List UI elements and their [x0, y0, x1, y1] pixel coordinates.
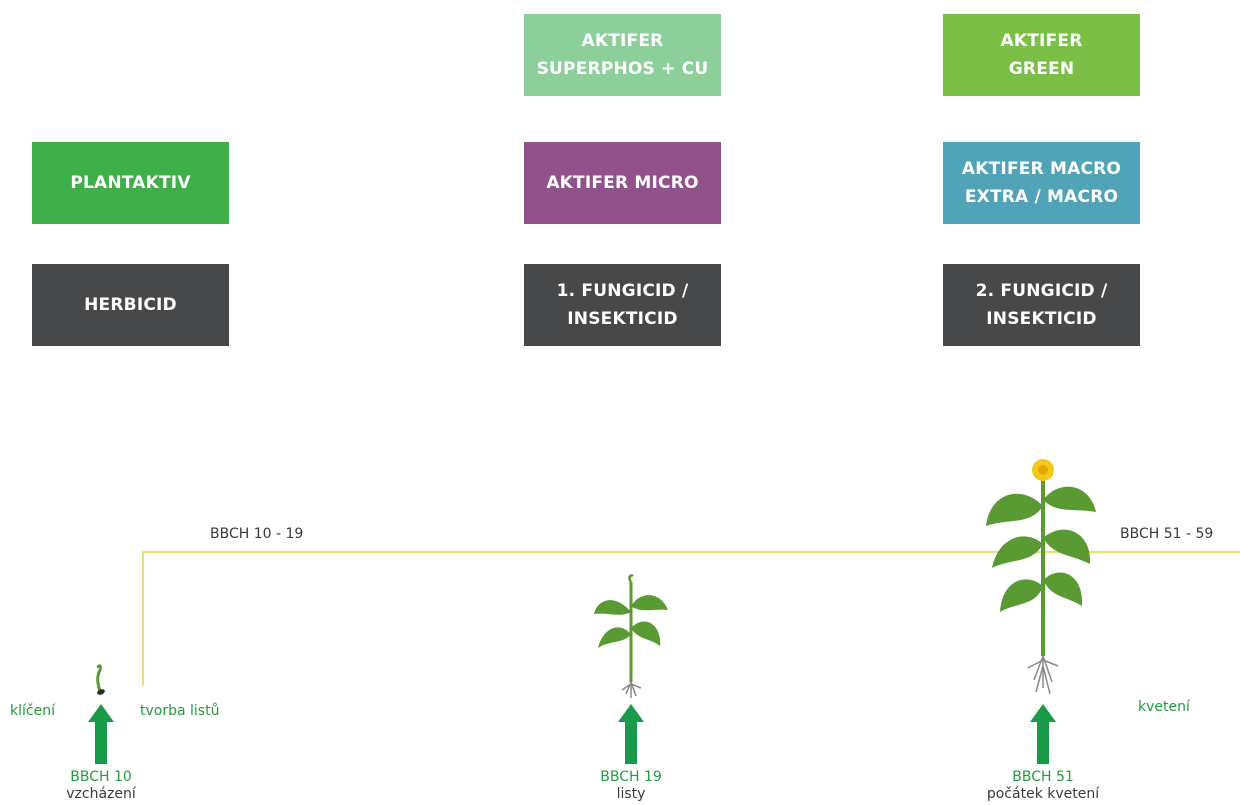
aktifer-superphos-cu-label: AKTIFER SUPERPHOS + CU: [536, 31, 709, 79]
phase-label-leaf-formation: tvorba listů: [140, 703, 220, 719]
stage-code-bbch19: BBCH 19: [600, 769, 662, 785]
aktifer-green-box: AKTIFER GREEN: [943, 14, 1140, 96]
fungicid-1-label: 1. FUNGICID / INSEKTICID: [556, 281, 689, 329]
arrow-up-icon-bbch51: [1030, 704, 1056, 764]
plantaktiv-label: PLANTAKTIV: [70, 173, 191, 193]
phase-label-germination: klíčení: [10, 703, 55, 719]
aktifer-micro-box: AKTIFER MICRO: [524, 142, 721, 224]
flower-icon: [1032, 459, 1054, 481]
stage-code-bbch10: BBCH 10: [70, 769, 132, 785]
fungicid-2-label: 2. FUNGICID / INSEKTICID: [975, 281, 1108, 329]
aktifer-macro-box: AKTIFER MACRO EXTRA / MACRO: [943, 142, 1140, 224]
stage-name-bbch51: počátek kvetení: [986, 786, 1100, 802]
arrow-up-icon-bbch10: [88, 704, 114, 764]
plantaktiv-box: PLANTAKTIV: [32, 142, 229, 224]
seedling-icon: [96, 664, 105, 695]
stage-name-bbch10: vzcházení: [66, 786, 136, 802]
stage-code-bbch51: BBCH 51: [1012, 769, 1074, 785]
fungicid-2-box: 2. FUNGICID / INSEKTICID: [943, 264, 1140, 346]
arrow-up-icon-bbch19: [618, 704, 644, 764]
herbicid-label: HERBICID: [84, 295, 177, 315]
herbicid-box: HERBICID: [32, 264, 229, 346]
flowering-plant-icon: [986, 459, 1096, 695]
aktifer-macro-label: AKTIFER MACRO EXTRA / MACRO: [961, 159, 1122, 207]
phase-label-flowering: kvetení: [1138, 699, 1190, 715]
timeline-line: [142, 551, 1240, 686]
stage-name-bbch19: listy: [616, 786, 646, 802]
aktifer-micro-label: AKTIFER MICRO: [546, 173, 699, 193]
aktifer-green-label: AKTIFER GREEN: [1000, 31, 1083, 79]
range-label-10-19: BBCH 10 - 19: [210, 526, 304, 542]
range-label-51-59: BBCH 51 - 59: [1120, 526, 1214, 542]
fungicid-1-box: 1. FUNGICID / INSEKTICID: [524, 264, 721, 346]
aktifer-superphos-cu-box: AKTIFER SUPERPHOS + CU: [524, 14, 721, 96]
young-plant-icon: [594, 574, 668, 698]
